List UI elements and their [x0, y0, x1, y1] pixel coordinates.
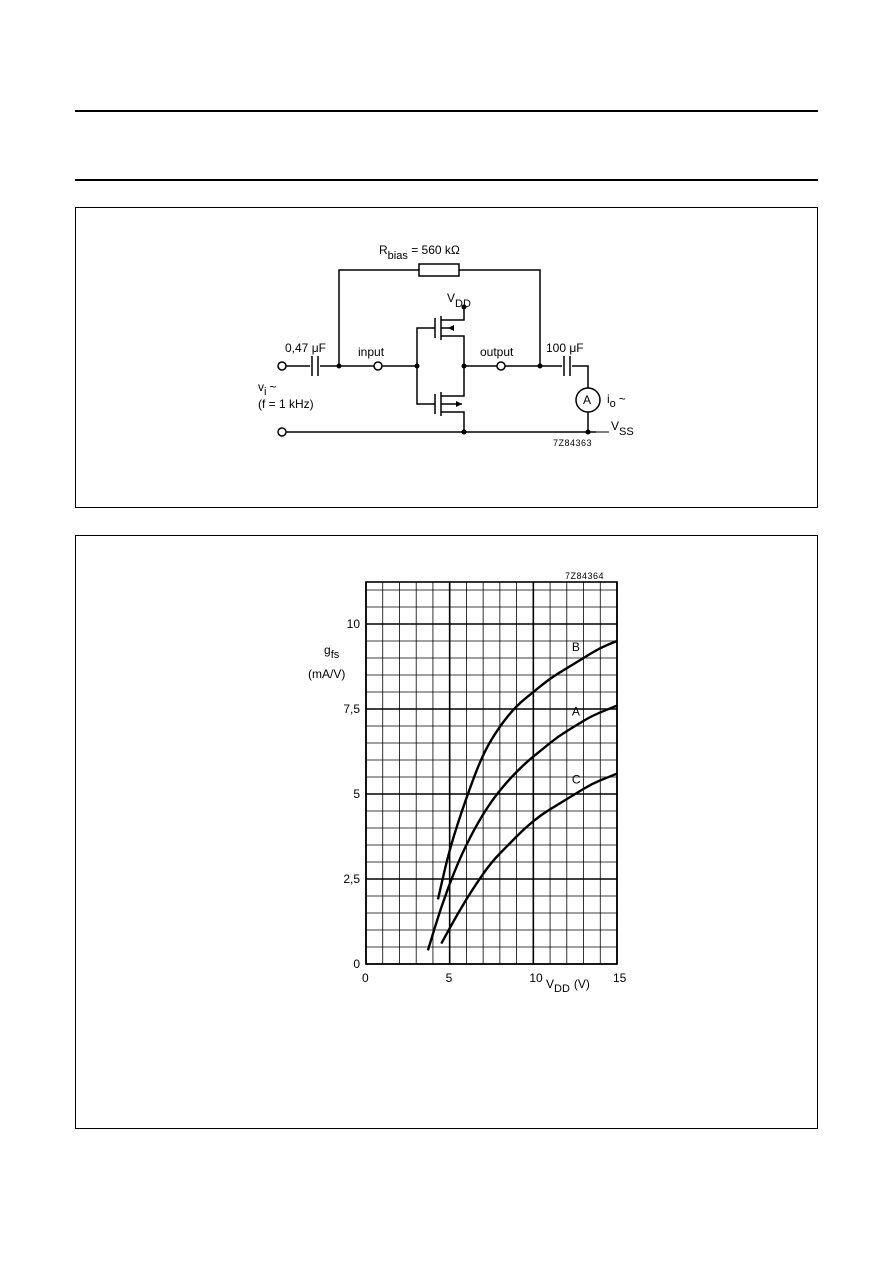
curve-A — [426, 704, 618, 951]
x-tick-label: 15 — [613, 971, 627, 985]
curve-C — [440, 772, 618, 945]
y-tick-label: 0 — [353, 957, 360, 971]
rbias-label: Rbias = 560 kΩ — [379, 243, 460, 262]
output-label: output — [480, 345, 514, 359]
output-node — [496, 361, 506, 371]
header-rule-bottom — [75, 179, 818, 181]
io-label: io~ — [607, 392, 626, 410]
curve-label-B: B — [572, 640, 580, 654]
figure-code: 7Z84363 — [553, 438, 592, 448]
input-node — [373, 361, 383, 371]
junction-dot — [414, 363, 420, 369]
gate-bus — [416, 327, 435, 405]
junction-dot — [336, 363, 342, 369]
y-tick-label: 5 — [353, 787, 360, 801]
y-axis-label: gfs — [324, 643, 340, 661]
x-axis-label: VDD(V) — [546, 977, 590, 995]
nmos-arrow — [456, 401, 462, 407]
output-capacitor-label: 100 μF — [546, 341, 584, 355]
feedback-wire-right — [459, 269, 541, 366]
y-axis-unit: (mA/V) — [308, 667, 345, 681]
ammeter-label: A — [583, 393, 591, 407]
x-tick-label: 10 — [529, 971, 543, 985]
circuit-panel: Rbias = 560 kΩ VDD 0,47 μF input output … — [75, 207, 818, 508]
y-tick-label: 7,5 — [343, 702, 360, 716]
vdd-dot — [461, 304, 467, 310]
ground-terminal — [277, 427, 287, 437]
y-tick-label: 2,5 — [343, 872, 360, 886]
header-rule-top — [75, 110, 818, 112]
feedback-wire — [338, 269, 419, 366]
chart-ticks: 0 5 10 15 0 2,5 5 7,5 10 — [343, 617, 626, 985]
curve-label-A: A — [572, 705, 580, 719]
x-tick-label: 0 — [362, 971, 369, 985]
chart-curves: B A C — [426, 639, 618, 951]
vi-label: vi~ — [258, 380, 276, 398]
pmos-arrow — [448, 325, 454, 331]
junction-dot — [461, 429, 467, 435]
plot-frame — [365, 581, 618, 965]
junction-dot — [537, 363, 543, 369]
input-capacitor-label: 0,47 μF — [285, 341, 326, 355]
input-label: input — [358, 345, 385, 359]
vss-label: VSS — [611, 419, 634, 438]
junction-dot — [585, 429, 591, 435]
chart-grid — [365, 581, 618, 965]
frequency-label: (f = 1 kHz) — [258, 397, 314, 411]
rbias-resistor — [418, 263, 460, 277]
chart-code: 7Z84364 — [565, 571, 604, 581]
input-terminal — [277, 361, 287, 371]
curve-label-C: C — [572, 773, 581, 787]
y-tick-label: 10 — [347, 617, 361, 631]
curve-B — [436, 639, 618, 900]
vdd-label: VDD — [447, 291, 471, 310]
test-circuit-diagram: Rbias = 560 kΩ VDD 0,47 μF input output … — [258, 243, 634, 448]
junction-dot — [461, 363, 467, 369]
x-tick-label: 5 — [446, 971, 453, 985]
